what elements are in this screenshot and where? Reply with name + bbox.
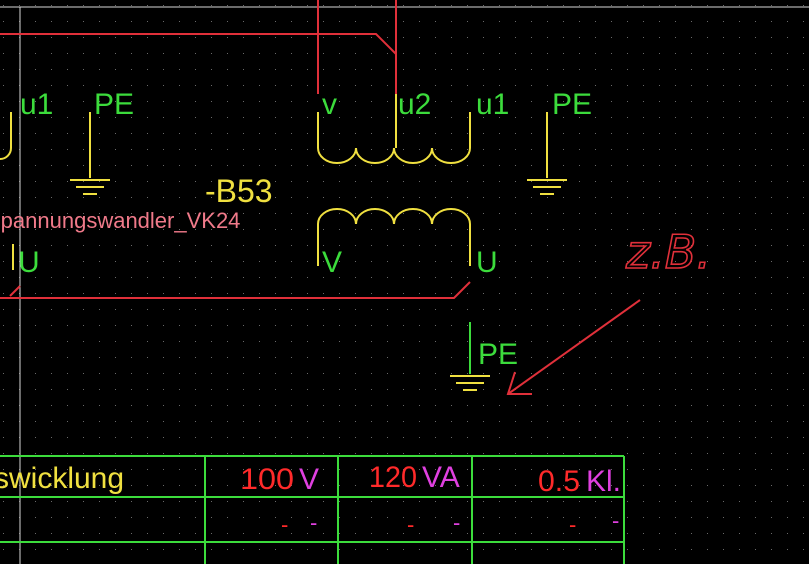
wires (0, 0, 641, 395)
rating-table (0, 455, 625, 564)
pin-label-right-u1: u1 (476, 88, 509, 121)
table-row-label: swicklung (0, 462, 124, 495)
power-value[interactable]: 120 (369, 461, 417, 494)
left-upper-winding (0, 112, 12, 160)
pin-label-u2: u2 (398, 88, 431, 121)
windings (0, 94, 471, 270)
wire-left-stub[interactable] (9, 285, 21, 297)
lower-winding-coil (317, 208, 471, 266)
voltage-value[interactable]: 100 (240, 463, 294, 496)
row2-voltage-dash-red[interactable]: - (281, 512, 288, 537)
pin-label-right-pe: PE (552, 88, 592, 121)
row2-power-dash-magenta: - (453, 510, 460, 535)
ground-right (527, 112, 567, 195)
pin-label-left-u: U (18, 246, 40, 279)
class-value[interactable]: 0.5 (538, 465, 580, 498)
pin-label-v: v (322, 88, 337, 121)
power-unit: VA (422, 461, 460, 494)
ground-lower (450, 322, 490, 391)
ground-left (70, 112, 110, 195)
pin-label-lower-u: U (476, 246, 498, 279)
pin-label-lower-v: V (322, 246, 342, 279)
row2-power-dash-red[interactable]: - (407, 512, 414, 537)
upper-winding-coil (317, 112, 471, 164)
row2-class-dash-red[interactable]: - (569, 512, 576, 537)
handwritten-annotation: z.B. (625, 225, 711, 279)
wire-top-bus[interactable] (0, 33, 397, 55)
annotation-arrow (507, 299, 641, 395)
voltage-unit: V (299, 463, 319, 496)
pin-label-lower-pe: PE (478, 338, 518, 371)
annotation-arrowhead (506, 371, 532, 395)
pin-label-left-u1: u1 (20, 88, 53, 121)
row2-class-dash-magenta: - (612, 508, 619, 533)
class-unit: Kl. (586, 465, 621, 498)
wire-bottom-bus[interactable] (0, 281, 471, 299)
pin-label-left-pe: PE (94, 88, 134, 121)
component-designation[interactable]: -B53 (205, 173, 273, 209)
component-part-name: Spannungswandler_VK24 (0, 208, 240, 233)
row2-voltage-dash-magenta: - (310, 510, 317, 535)
